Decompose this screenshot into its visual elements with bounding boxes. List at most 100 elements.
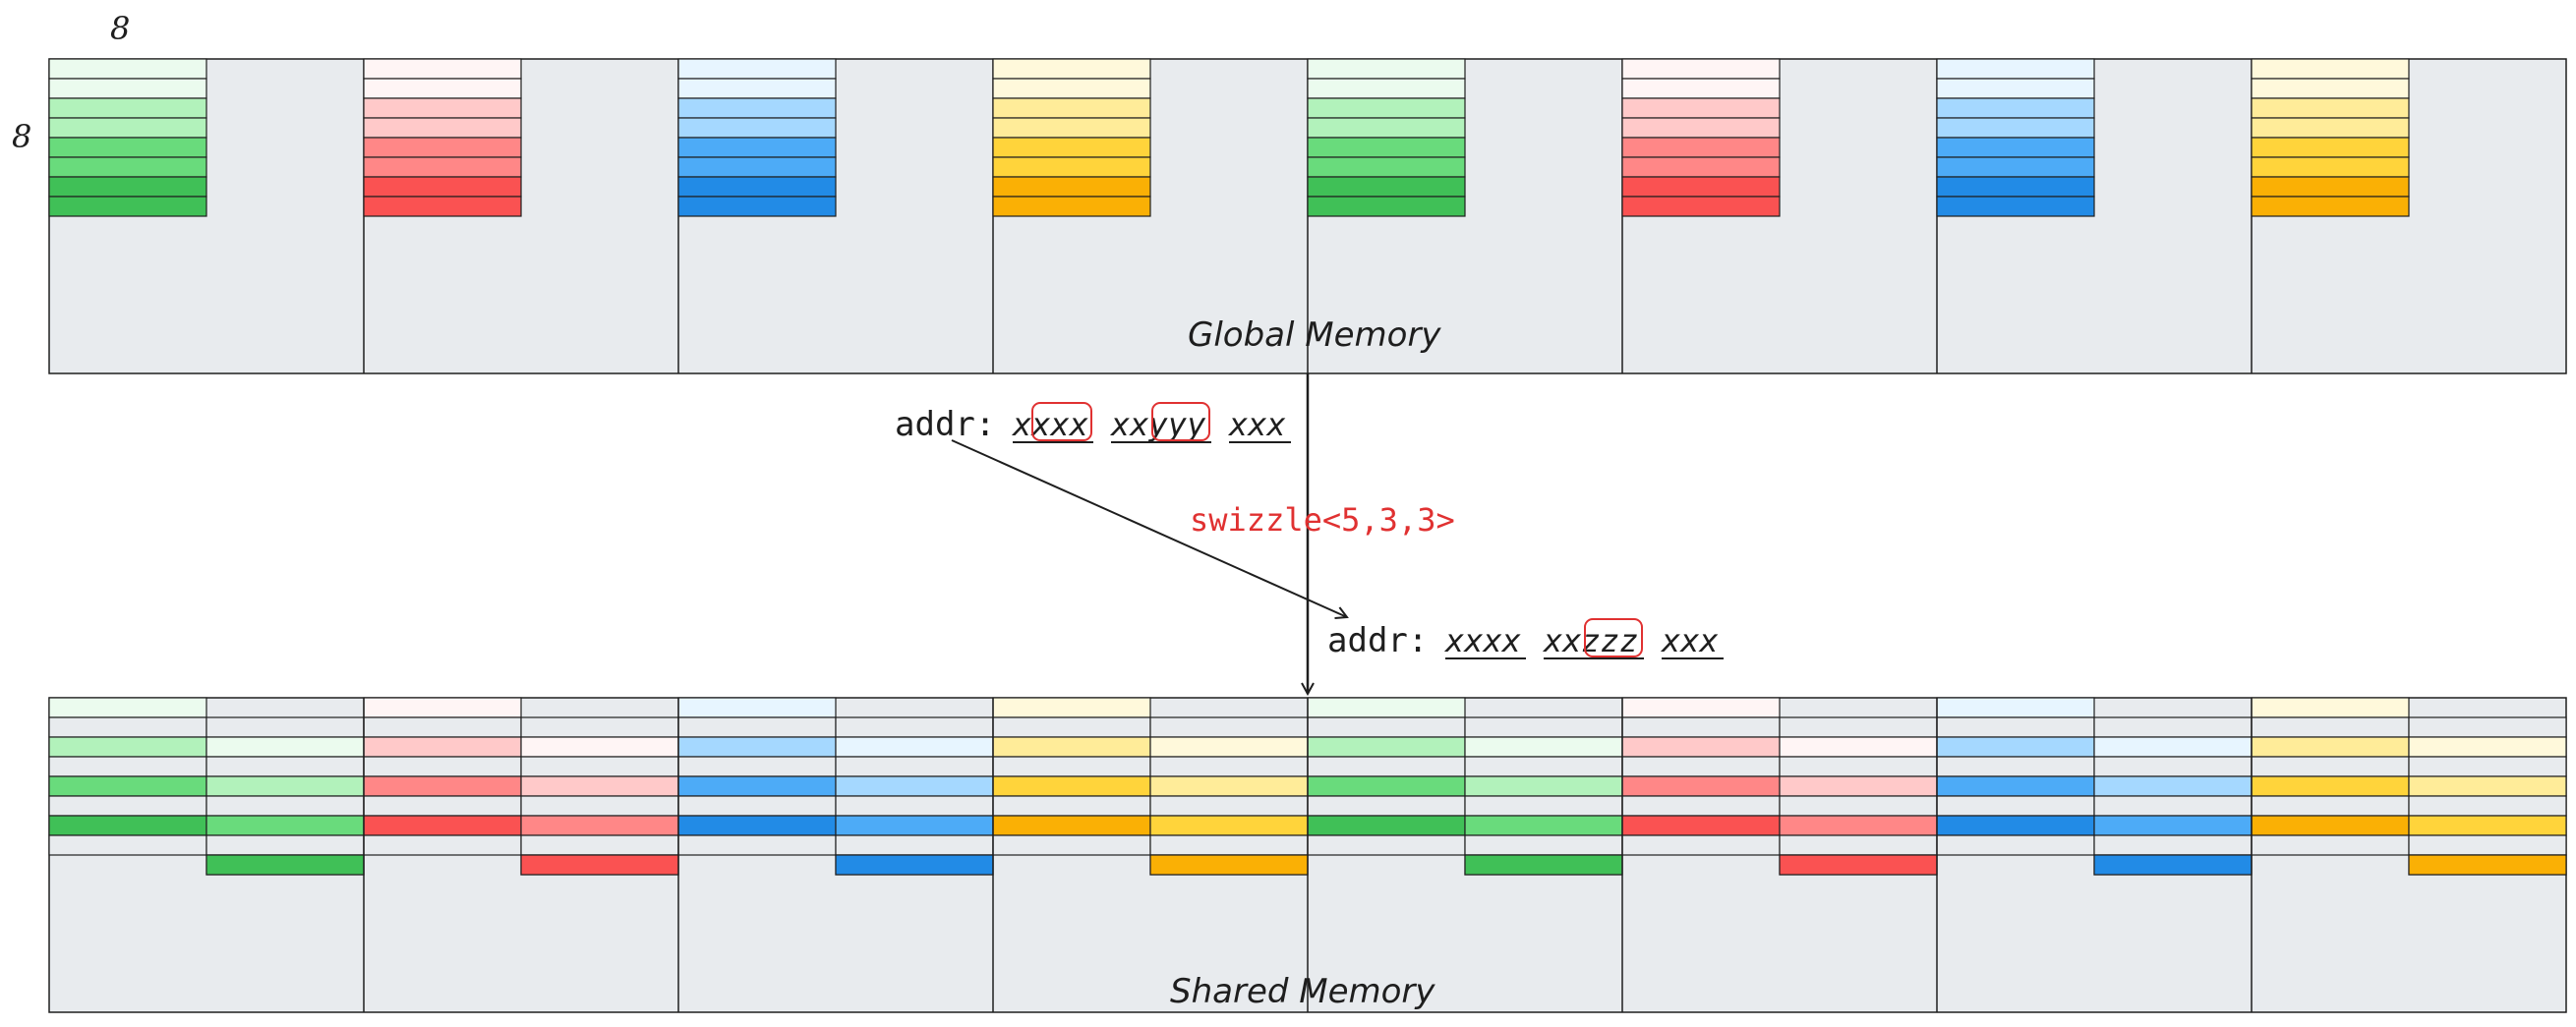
- shared-tile-cell: [1464, 854, 1623, 876]
- global-tile-row: [1936, 176, 2095, 198]
- global-tile-row: [1936, 97, 2095, 119]
- global-tile-row: [2251, 58, 2410, 80]
- shared-tile-cell: [1936, 716, 2095, 738]
- shared-tile-cell: [520, 775, 679, 797]
- shared-tile-cell: [1464, 834, 1623, 856]
- global-memory-panel: Global Memory: [48, 58, 2567, 374]
- global-tile-row: [2251, 137, 2410, 158]
- shared-tile-cell: [992, 775, 1151, 797]
- global-tile-row: [363, 78, 522, 99]
- shared-tile-cell: [1307, 834, 1466, 856]
- shared-tile-cell: [677, 775, 837, 797]
- shared-tile-cell: [2251, 716, 2410, 738]
- shared-tile-cell: [1464, 736, 1623, 758]
- shared-tile-cell: [205, 854, 365, 876]
- shared-tile-cell: [1464, 795, 1623, 817]
- shared-tile-cell: [1149, 815, 1309, 836]
- global-tile-row: [48, 137, 207, 158]
- shared-tile-cell: [363, 697, 522, 718]
- shared-tile-cell: [205, 736, 365, 758]
- global-tile-row: [992, 176, 1151, 198]
- shared-tile-cell: [2251, 736, 2410, 758]
- shared-tile-cell: [1621, 736, 1781, 758]
- global-tile-row: [1307, 176, 1466, 198]
- global-tile-row: [992, 58, 1151, 80]
- shared-tile-cell: [520, 716, 679, 738]
- shared-tile-cell: [1307, 775, 1466, 797]
- shared-tile-cell: [520, 736, 679, 758]
- shared-tile-cell: [205, 775, 365, 797]
- shared-tile-cell: [205, 815, 365, 836]
- shared-tile-cell: [2093, 795, 2253, 817]
- shared-tile-cell: [2408, 775, 2567, 797]
- shared-tile-cell: [1779, 795, 1938, 817]
- shared-tile-cell: [1149, 854, 1309, 876]
- shared-tile-cell: [1307, 815, 1466, 836]
- global-tile-row: [1307, 58, 1466, 80]
- global-tile-row: [48, 97, 207, 119]
- shared-tile-cell: [1779, 736, 1938, 758]
- shared-tile-cell: [835, 756, 994, 777]
- shared-memory-panel: Shared Memory: [48, 697, 2567, 1013]
- shared-tile-cell: [2251, 834, 2410, 856]
- shared-tile-cell: [48, 795, 207, 817]
- shared-tile-cell: [1307, 756, 1466, 777]
- shared-tile-cell: [1936, 736, 2095, 758]
- shared-tile-cell: [1621, 795, 1781, 817]
- global-tile-row: [1621, 97, 1781, 119]
- shared-tile-cell: [1464, 716, 1623, 738]
- shared-tile-cell: [363, 736, 522, 758]
- shared-tile-cell: [1149, 756, 1309, 777]
- shared-tile-cell: [1779, 834, 1938, 856]
- shared-tile-cell: [1621, 697, 1781, 718]
- shared-tile-cell: [992, 736, 1151, 758]
- shared-tile-cell: [48, 815, 207, 836]
- global-tile-row: [48, 176, 207, 198]
- global-tile-row: [2251, 176, 2410, 198]
- shared-tile-cell: [1779, 815, 1938, 836]
- swizzle-mapping-arrow: [951, 439, 1347, 617]
- shared-tile-cell: [677, 716, 837, 738]
- global-tile-row: [363, 137, 522, 158]
- global-tile-row: [1307, 196, 1466, 217]
- global-tile-row: [992, 156, 1151, 178]
- shared-tile-cell: [677, 795, 837, 817]
- shared-tile-cell: [363, 756, 522, 777]
- global-tile-row: [677, 97, 837, 119]
- global-tile-row: [2251, 196, 2410, 217]
- global-tile-row: [1936, 58, 2095, 80]
- global-tile-row: [1307, 78, 1466, 99]
- shared-tile-cell: [205, 795, 365, 817]
- shared-tile-cell: [1464, 815, 1623, 836]
- shared-tile-cell: [205, 756, 365, 777]
- shared-tile-cell: [363, 815, 522, 836]
- shared-tile-cell: [363, 834, 522, 856]
- shared-tile-cell: [835, 834, 994, 856]
- shared-tile-cell: [677, 697, 837, 718]
- shared-tile-cell: [992, 834, 1151, 856]
- shared-tile-cell: [363, 716, 522, 738]
- global-tile-row: [48, 117, 207, 139]
- global-memory-tiles: [48, 58, 2410, 217]
- shared-tile-cell: [835, 854, 994, 876]
- shared-address: addr: xxxx xxzzz xxx: [1327, 618, 1724, 660]
- shared-tile-cell: [2408, 795, 2567, 817]
- shared-tile-cell: [48, 756, 207, 777]
- shared-tile-cell: [2408, 716, 2567, 738]
- global-address-group-1: xxxx: [1011, 406, 1088, 443]
- shared-tile-cell: [48, 834, 207, 856]
- shared-tile-cell: [2251, 697, 2410, 718]
- dim-label-top: 8: [110, 10, 130, 47]
- global-tile-row: [1307, 156, 1466, 178]
- global-tile-row: [1621, 156, 1781, 178]
- global-address: addr: xxxx xxyyy xxx: [895, 402, 1291, 444]
- global-tile-row: [677, 137, 837, 158]
- shared-tile-cell: [2251, 775, 2410, 797]
- global-address-group-2: xxyyy: [1109, 406, 1206, 443]
- shared-tile-cell: [2093, 854, 2253, 876]
- shared-tile-cell: [835, 795, 994, 817]
- shared-tile-cell: [2251, 795, 2410, 817]
- shared-tile-cell: [1149, 775, 1309, 797]
- global-address-prefix: addr:: [895, 405, 995, 444]
